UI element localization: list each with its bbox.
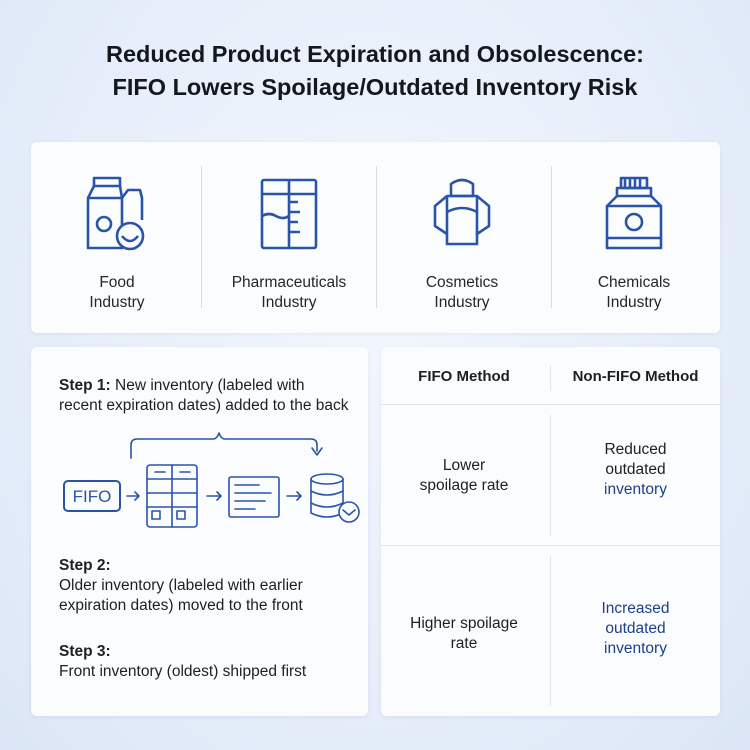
cell-fifo-row1-line2: spoilage rate <box>419 477 509 494</box>
divider <box>376 166 377 308</box>
cell-non-fifo-row1: Reduced outdated inventory <box>551 440 720 500</box>
cell-fifo-row2-line2: rate <box>450 635 478 652</box>
step-1: Step 1: New inventory (labeled with rece… <box>59 376 349 416</box>
flow-arrow-1 <box>126 491 140 501</box>
title-line-2: FIFO Lowers Spoilage/Outdated Inventory … <box>112 74 638 100</box>
cosmetics-icon <box>433 178 491 246</box>
header-divider <box>550 365 551 391</box>
pharmaceutical-cabinet-icon <box>260 178 318 250</box>
cell-non-fifo-row1-line1: Reduced <box>604 441 667 458</box>
food-package-icon <box>86 176 145 251</box>
industry-cosmetics-line1: Cosmetics <box>425 274 499 291</box>
industry-food: Food Industry <box>31 142 203 333</box>
cell-non-fifo-row2-line1: Increased <box>601 600 670 617</box>
industry-pharmaceuticals: Pharmaceuticals Industry <box>203 142 375 333</box>
column-divider <box>550 556 551 706</box>
cell-non-fifo-row2: Increased outdated inventory <box>551 599 720 659</box>
industry-chemicals: Chemicals Industry <box>548 142 720 333</box>
comparison-table: FIFO Method Non-FIFO Method Lower spoila… <box>381 347 720 716</box>
col-header-non-fifo: Non-FIFO Method <box>572 368 699 385</box>
divider <box>201 166 202 308</box>
fifo-flow-diagram: FIFO <box>63 432 360 528</box>
cell-fifo-row2: Higher spoilage rate <box>381 614 547 654</box>
cell-fifo-row1: Lower spoilage rate <box>381 456 547 496</box>
cell-non-fifo-row2-line2: outdated <box>605 620 666 637</box>
step-2-label: Step 2: <box>59 557 111 574</box>
col-header-fifo: FIFO Method <box>418 368 510 385</box>
cell-non-fifo-row1-line3: inventory <box>604 481 667 498</box>
step-3: Step 3: Front inventory (oldest) shipped… <box>59 642 306 682</box>
bracket-arrowhead <box>311 447 323 456</box>
industry-pharma-line1: Pharmaceuticals <box>231 274 347 291</box>
industry-cosmetics-line2: Industry <box>434 294 490 311</box>
step-2: Step 2: Older inventory (labeled with ea… <box>59 556 303 616</box>
industry-cosmetics: Cosmetics Industry <box>376 142 548 333</box>
step-1-text-a: New inventory (labeled with <box>115 377 305 394</box>
flow-arrow-3 <box>286 491 302 501</box>
step-3-label: Step 3: <box>59 643 111 660</box>
step-2-text-a: Older inventory (labeled with earlier <box>59 577 303 594</box>
row-divider <box>381 404 720 405</box>
chemical-jar-icon <box>605 176 663 250</box>
divider <box>551 166 552 308</box>
inventory-list-icon <box>228 476 280 518</box>
cell-non-fifo-row1-line2: outdated <box>605 461 666 478</box>
industry-pharma-line2: Industry <box>261 294 317 311</box>
bracket-line <box>130 432 318 459</box>
industry-food-line2: Industry <box>89 294 145 311</box>
industry-chemicals-line1: Chemicals <box>597 274 671 291</box>
step-3-text: Front inventory (oldest) shipped first <box>59 663 307 680</box>
industry-food-line1: Food <box>99 274 135 291</box>
stock-database-icon <box>310 473 360 523</box>
page-title: Reduced Product Expiration and Obsolesce… <box>0 38 750 104</box>
cell-fifo-row2-line1: Higher spoilage <box>410 615 518 632</box>
flow-arrow-2 <box>206 491 222 501</box>
step-2-text-b: expiration dates) moved to the front <box>59 597 303 614</box>
industry-chemicals-line2: Industry <box>606 294 662 311</box>
step-1-text-b: recent expiration dates) added to the ba… <box>59 397 349 414</box>
shelf-grid-icon <box>146 464 198 528</box>
cell-non-fifo-row2-line3: inventory <box>604 640 667 657</box>
fifo-process-panel: Step 1: New inventory (labeled with rece… <box>31 347 368 716</box>
row-divider <box>381 545 720 546</box>
column-divider <box>550 415 551 536</box>
step-1-label: Step 1: <box>59 377 111 394</box>
cell-fifo-row1-line1: Lower <box>442 457 486 474</box>
industries-panel: Food Industry Pharmaceuticals Industry C… <box>31 142 720 333</box>
fifo-box-label: FIFO <box>73 487 112 506</box>
fifo-box <box>63 480 121 512</box>
title-line-1: Reduced Product Expiration and Obsolesce… <box>105 41 644 67</box>
